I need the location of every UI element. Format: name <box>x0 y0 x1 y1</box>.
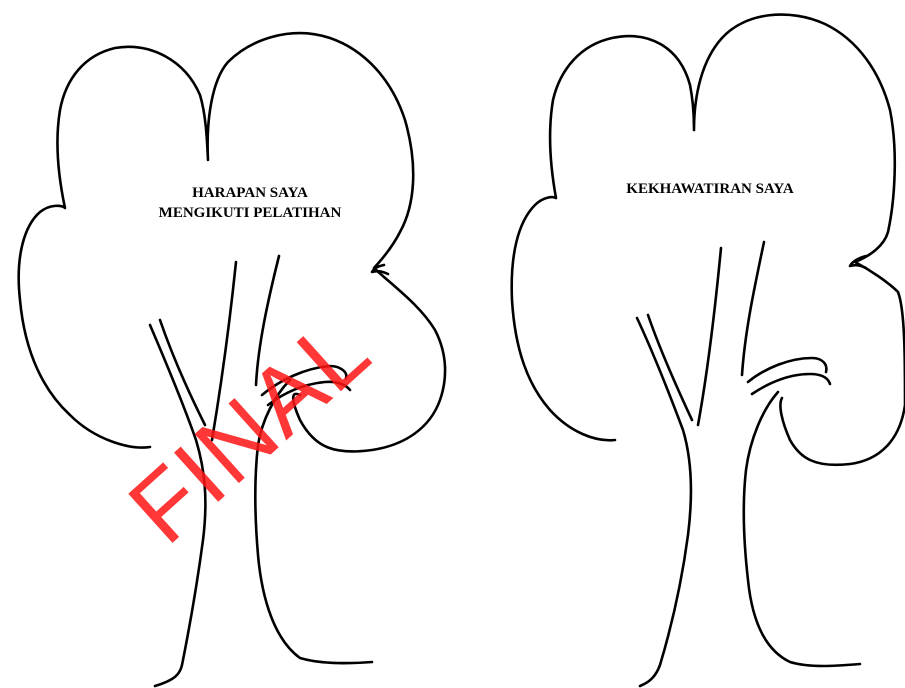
left-tree-label: HARAPAN SAYA MENGIKUTI PELATIHAN <box>130 183 370 223</box>
right-tree-branch-2 <box>698 248 721 425</box>
right-tree-branch-3 <box>742 242 764 375</box>
right-tree-branch-5 <box>752 374 830 394</box>
left-tree-label-line-2: MENGIKUTI PELATIHAN <box>130 203 370 223</box>
right-tree-canopy-outline <box>512 15 905 465</box>
right-tree-label-line-1: KEKHAWATIRAN SAYA <box>600 179 820 199</box>
right-tree-trunk-left <box>637 318 691 686</box>
left-tree-label-line-1: HARAPAN SAYA <box>130 183 370 203</box>
right-tree-label: KEKHAWATIRAN SAYA <box>600 179 820 199</box>
right-tree-trunk-right <box>744 392 860 666</box>
right-tree-branch-1 <box>648 315 692 420</box>
